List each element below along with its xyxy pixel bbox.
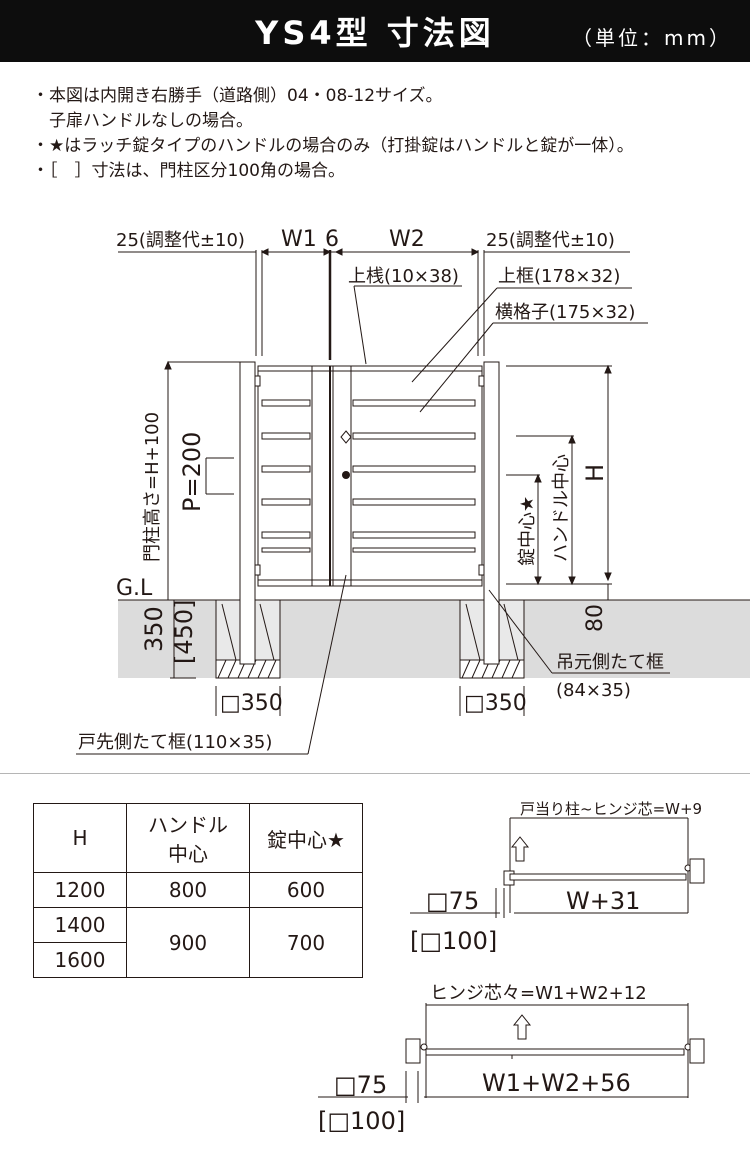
plan-single xyxy=(410,817,705,918)
height-label: H xyxy=(581,464,609,482)
embed-depth-alt-label: [450] xyxy=(170,599,198,664)
right-dimensions xyxy=(506,364,612,600)
table-cell: 700 xyxy=(249,907,363,978)
gl-label: G.L xyxy=(116,576,153,601)
plan-single-post-alt-label: [□100] xyxy=(410,927,497,955)
lock-icon xyxy=(342,471,350,479)
door-stile-label: 戸先側たて框(110×35) xyxy=(78,732,272,753)
plan-double-width-label: W1+W2+56 xyxy=(482,1069,631,1097)
page-title: YS4型 寸法図 xyxy=(255,14,495,52)
foundation-dims xyxy=(215,686,525,716)
table-header-cell: 錠中心★ xyxy=(249,803,363,873)
table-cell: 900 xyxy=(126,907,250,978)
note-line: 子扉ハンドルなしの場合。 xyxy=(32,111,253,131)
plan-view-diagrams: 戸当り柱~ヒンジ芯=W+9 □75 [□100] W+31 ヒンジ芯々=W1+W… xyxy=(318,800,705,1135)
plan-double-post-label: □75 xyxy=(334,1071,387,1099)
foundation-left-label: □350 xyxy=(220,691,283,716)
note-line: ・本図は内開き右勝手（道路側）04・08-12サイズ。 xyxy=(32,86,443,106)
table-row: 1200 800 600 xyxy=(33,872,363,908)
gap-label: 6 xyxy=(325,227,339,252)
table-cell: 800 xyxy=(126,872,250,908)
gate-elevation-diagram: 25(調整代±10) W1 6 W2 25(調整代±10) 上桟(10×38) … xyxy=(76,227,750,755)
hinge-stile-size-label: (84×35) xyxy=(556,680,631,701)
hinges xyxy=(254,375,485,576)
left-dimensions xyxy=(164,360,240,679)
section-divider xyxy=(0,773,750,774)
post-height-label: 門柱高さ=H+100 xyxy=(142,412,163,562)
top-rail-label: 上桟(10×38) xyxy=(348,266,459,287)
pitch-label: P=200 xyxy=(178,432,206,512)
plan-double-label: ヒンジ芯々=W1+W2+12 xyxy=(430,983,647,1004)
clearance-label: 80 xyxy=(583,604,608,632)
hinge-stile-label: 吊元側たて框 xyxy=(556,652,664,673)
header-handle-line1: ハンドル xyxy=(148,813,228,837)
embed-depth-label: 350 xyxy=(140,606,168,652)
adj-left-label: 25(調整代±10) xyxy=(116,230,245,251)
handle-height-table: H ハンドル中心 錠中心★ 1200 800 600 1400 900 700 … xyxy=(33,803,363,978)
top-frame-label: 上框(178×32) xyxy=(498,266,620,287)
table-cell: 600 xyxy=(249,872,363,908)
handle-icon xyxy=(340,430,352,444)
w1-label: W1 xyxy=(281,227,317,252)
unit-label: （単位：mm） xyxy=(572,26,732,50)
plan-single-width-label: W+31 xyxy=(566,887,640,915)
plan-double xyxy=(318,1003,705,1103)
plan-single-label: 戸当り柱~ヒンジ芯=W+9 xyxy=(520,800,702,818)
plan-double-post-alt-label: [□100] xyxy=(318,1107,405,1135)
callout-leaders xyxy=(76,287,670,755)
post-right xyxy=(483,361,500,665)
post-left xyxy=(239,361,256,665)
handle-center-label: ハンドル中心 xyxy=(551,454,572,562)
adj-right-label: 25(調整代±10) xyxy=(486,230,615,251)
lattice-label: 横格子(175×32) xyxy=(495,302,635,323)
header-bar: YS4型 寸法図 （単位：mm） xyxy=(0,0,750,62)
gate-leaves xyxy=(257,365,483,587)
w2-label: W2 xyxy=(389,227,425,252)
table-cell: 1200 xyxy=(33,872,127,908)
note-line: ・★はラッチ錠タイプのハンドルの場合のみ（打掛錠はハンドルと錠が一体）。 xyxy=(32,136,634,156)
note-line: ・［ ］寸法は、門柱区分100角の場合。 xyxy=(32,161,345,181)
header-handle-line2: 中心 xyxy=(168,842,208,866)
foundation-right-label: □350 xyxy=(464,691,527,716)
lock-center-label: 錠中心★ xyxy=(517,496,538,566)
horizontal-lattice xyxy=(261,399,476,553)
table-cell: 1600 xyxy=(33,942,127,978)
table-row: 1600 xyxy=(33,942,363,978)
notes-block: ・本図は内開き右勝手（道路側）04・08-12サイズ。 子扉ハンドルなしの場合。… xyxy=(32,84,634,184)
plan-single-post-label: □75 xyxy=(426,887,479,915)
